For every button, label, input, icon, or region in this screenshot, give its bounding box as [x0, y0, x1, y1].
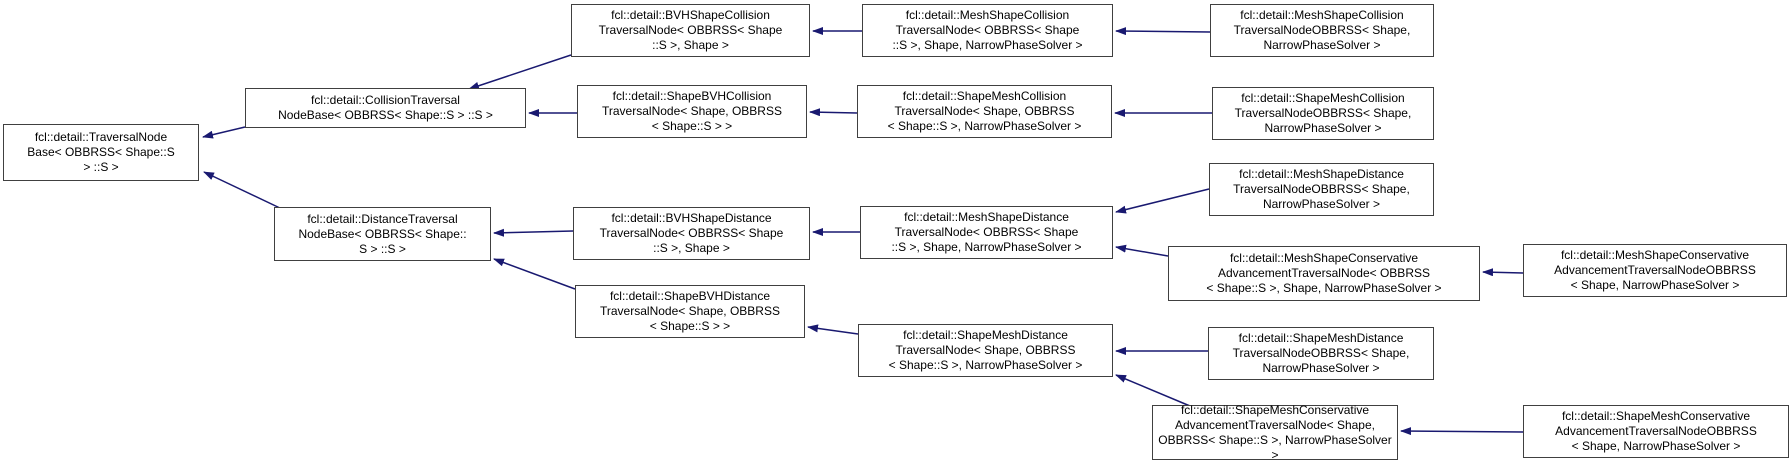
class-node-mesh-shape-conservative-advancement-traversal-node[interactable]: fcl::detail::MeshShapeConservative Advan…: [1168, 246, 1480, 301]
class-node-shape-mesh-distance-traversal-node[interactable]: fcl::detail::ShapeMeshDistance Traversal…: [858, 324, 1113, 377]
class-node-mesh-shape-conservative-advancement-traversal-node-obbrss[interactable]: fcl::detail::MeshShapeConservative Advan…: [1523, 244, 1787, 297]
class-node-collision-traversal-node-base[interactable]: fcl::detail::CollisionTraversal NodeBase…: [245, 88, 526, 128]
class-node-mesh-shape-collision-traversal-node[interactable]: fcl::detail::MeshShapeCollision Traversa…: [862, 4, 1113, 57]
inheritance-edge-shape-mesh-conservative-advancement-traversal-node-to-shape-mesh-distance-traversal-node: [1115, 374, 1191, 407]
class-node-shape-bvh-collision-traversal-node[interactable]: fcl::detail::ShapeBVHCollision Traversal…: [577, 85, 807, 138]
class-node-traversal-node-base: fcl::detail::TraversalNode Base< OBBRSS<…: [3, 124, 199, 181]
inheritance-edge-shape-mesh-collision-traversal-node-to-shape-bvh-collision-traversal-node: [809, 108, 858, 117]
inheritance-edge-mesh-shape-conservative-advancement-traversal-node-to-mesh-shape-distance-traversal-node: [1115, 244, 1169, 257]
inheritance-edge-bvh-shape-distance-traversal-node-to-distance-traversal-node-base: [493, 228, 574, 237]
class-node-shape-mesh-conservative-advancement-traversal-node[interactable]: fcl::detail::ShapeMeshConservative Advan…: [1152, 403, 1398, 462]
inheritance-edge-shape-mesh-distance-traversal-node-to-shape-bvh-distance-traversal-node: [807, 324, 859, 335]
class-node-bvh-shape-collision-traversal-node[interactable]: fcl::detail::BVHShapeCollision Traversal…: [571, 4, 810, 57]
class-node-mesh-shape-collision-traversal-node-obbrss[interactable]: fcl::detail::MeshShapeCollision Traversa…: [1210, 4, 1434, 57]
class-node-mesh-shape-distance-traversal-node-obbrss[interactable]: fcl::detail::MeshShapeDistance Traversal…: [1209, 163, 1434, 216]
inheritance-edge-collision-traversal-node-base-to-traversal-node-base: [202, 126, 246, 139]
class-node-shape-mesh-collision-traversal-node-obbrss[interactable]: fcl::detail::ShapeMeshCollision Traversa…: [1212, 87, 1434, 140]
class-node-distance-traversal-node-base[interactable]: fcl::detail::DistanceTraversal NodeBase<…: [274, 207, 491, 261]
inheritance-edge-bvh-shape-collision-traversal-node-to-collision-traversal-node-base: [468, 54, 572, 90]
inheritance-edge-mesh-shape-collision-traversal-node-obbrss-to-mesh-shape-collision-traversal-node: [1115, 27, 1211, 36]
class-node-shape-mesh-collision-traversal-node[interactable]: fcl::detail::ShapeMeshCollision Traversa…: [857, 85, 1112, 138]
class-node-shape-mesh-conservative-advancement-traversal-node-obbrss[interactable]: fcl::detail::ShapeMeshConservative Advan…: [1523, 405, 1789, 458]
class-node-shape-mesh-distance-traversal-node-obbrss[interactable]: fcl::detail::ShapeMeshDistance Traversal…: [1208, 327, 1434, 380]
inheritance-edge-distance-traversal-node-base-to-traversal-node-base: [203, 171, 283, 210]
inheritance-edge-mesh-shape-distance-traversal-node-obbrss-to-mesh-shape-distance-traversal-node: [1115, 188, 1210, 214]
inheritance-edge-shape-bvh-distance-traversal-node-to-distance-traversal-node-base: [493, 258, 576, 290]
class-node-bvh-shape-distance-traversal-node[interactable]: fcl::detail::BVHShapeDistance TraversalN…: [573, 207, 810, 260]
class-node-mesh-shape-distance-traversal-node[interactable]: fcl::detail::MeshShapeDistance Traversal…: [860, 206, 1113, 259]
class-node-shape-bvh-distance-traversal-node[interactable]: fcl::detail::ShapeBVHDistance TraversalN…: [575, 285, 805, 338]
inheritance-edge-shape-mesh-conservative-advancement-traversal-node-obbrss-to-shape-mesh-conservative-advancement-traversal-node: [1400, 427, 1524, 436]
inheritance-edge-mesh-shape-conservative-advancement-traversal-node-obbrss-to-mesh-shape-conservative-advancement-traversal-node: [1482, 268, 1524, 277]
